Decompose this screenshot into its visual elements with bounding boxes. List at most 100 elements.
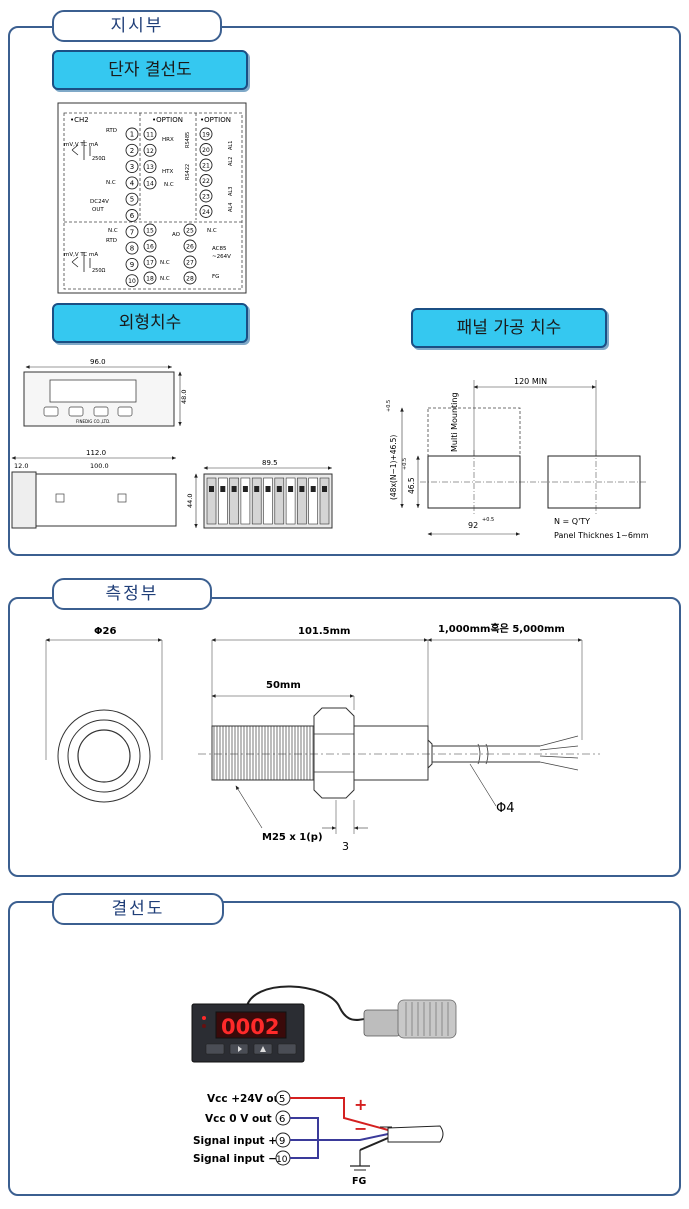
indicator-photo: 0002	[191, 985, 371, 1063]
cable-length-label: 1,000mm혹은 5,000mm	[438, 622, 565, 635]
nut-thickness-label: 3	[342, 840, 349, 853]
terminal-14-number: 14	[146, 180, 154, 187]
terminal-22-number: 22	[202, 178, 210, 185]
rtd2-label: RTD	[106, 238, 117, 244]
sensor-photo	[363, 999, 457, 1039]
terminal-8-circle	[125, 241, 139, 255]
ohm2-label: 250Ω	[92, 268, 106, 274]
diameter-26-label: Φ26	[94, 626, 116, 637]
terminal-5: 5	[279, 1094, 285, 1105]
rs485-label: RS485	[185, 132, 191, 148]
sensor-symbol-2-icon	[71, 252, 91, 272]
nc2-label: N.C	[108, 228, 118, 234]
rear-terminal-block	[274, 477, 285, 525]
rear-terminal-screw	[276, 486, 282, 492]
thickness-label: Panel Thicknes 1~6mm	[554, 531, 649, 540]
length-1015-label: 101.5mm	[298, 626, 350, 637]
nc1-label: N.C	[106, 180, 116, 186]
terminal-5-number: 5	[130, 196, 134, 204]
rear-terminal-block	[240, 477, 251, 525]
terminal-diagram-button[interactable]: 단자 결선도	[52, 50, 248, 90]
terminal-21-number: 21	[202, 163, 210, 170]
terminal-21-circle	[199, 158, 213, 172]
height-48-label: 48.0	[180, 390, 188, 404]
terminal-25-circle	[183, 223, 197, 237]
terminal-4-number: 4	[130, 179, 135, 187]
terminal-1-number: 1	[130, 131, 134, 139]
htx-label: HTX	[162, 169, 173, 175]
dc24-label: DC24V	[90, 199, 109, 205]
al2-label: AL2	[228, 157, 234, 166]
signal-minus-label: Signal input −	[193, 1153, 277, 1165]
multi-mounting-label: Multi Mounting	[450, 392, 459, 452]
dimensions-button[interactable]: 외형치수	[52, 303, 248, 343]
terminal-18-circle	[143, 271, 157, 285]
display-section-title: 지시부	[52, 10, 222, 42]
led-display-value: 0002	[221, 1015, 279, 1039]
w92-label: 92	[468, 521, 478, 530]
rear-view-drawing: 89.5 44.0	[186, 459, 333, 529]
w92-tolerance: +0.5	[482, 517, 494, 523]
ch2-label: •CH2	[70, 116, 89, 124]
terminal-10-number: 10	[128, 278, 136, 285]
qty-label: N = Q'TY	[554, 517, 590, 526]
nc-25-label: N.C	[207, 228, 217, 234]
front-view-drawing: 96.0 FINEDIG CO.,LTD. 48.0	[23, 358, 188, 427]
rear-terminal-screw	[265, 486, 271, 492]
mv-label: mV,V TC mA	[64, 142, 98, 148]
terminal-25-number: 25	[186, 228, 194, 235]
panel-cut-button[interactable]: 패널 가공 치수	[411, 308, 607, 348]
terminal-9: 9	[279, 1136, 285, 1147]
terminal-7-circle	[125, 225, 139, 239]
terminal-7-number: 7	[130, 228, 134, 236]
terminal-13-number: 13	[146, 164, 154, 171]
al4-label: AL4	[228, 203, 234, 212]
width-96-label: 96.0	[90, 358, 106, 366]
terminal-26-circle	[183, 239, 197, 253]
terminal-2-circle	[125, 143, 139, 157]
mv2-label: mV,V TC mA	[64, 252, 98, 258]
length-50-label: 50mm	[266, 680, 301, 691]
al1-label: AL1	[228, 141, 234, 150]
terminal-17-circle	[143, 255, 157, 269]
terminal-19-number: 19	[202, 132, 210, 139]
wiring-section-frame	[8, 901, 681, 1196]
terminal-28-circle	[183, 271, 197, 285]
side-view-drawing: 112.0 12.0 100.0	[11, 449, 177, 529]
rear-terminal-screw	[322, 486, 327, 492]
diameter-4-label: Φ4	[496, 801, 515, 816]
terminal-2-number: 2	[130, 147, 134, 155]
rear-terminal-screw	[231, 486, 237, 492]
hrx-label: HRX	[162, 137, 174, 143]
rear-terminal-block	[229, 477, 239, 525]
terminal-27-number: 27	[186, 260, 194, 267]
terminal-10-circle	[125, 274, 139, 288]
rear-terminal-screw	[299, 486, 305, 492]
formula-tolerance: +0.5	[386, 400, 392, 412]
rear-terminal-screw	[310, 486, 316, 492]
sensor-section-title: 측정부	[52, 578, 212, 610]
sensor-end-view: Φ26	[45, 626, 163, 803]
rear-terminal-screw	[242, 486, 248, 492]
terminal-24-number: 24	[202, 209, 210, 216]
depth-12-label: 12.0	[14, 462, 28, 470]
fg-label: FG	[212, 274, 219, 280]
sensor-section-frame	[8, 597, 681, 877]
terminal-24-circle	[199, 205, 213, 218]
terminal-23-number: 23	[202, 194, 210, 201]
ac264-label: ~264V	[212, 254, 231, 260]
min-120-label: 120 MIN	[514, 377, 547, 386]
terminal-15-circle	[143, 223, 157, 237]
terminal-8-number: 8	[130, 245, 134, 253]
minus-sign: −	[354, 1119, 367, 1138]
rear-terminal-block	[285, 477, 296, 525]
rtd-label: RTD	[106, 128, 117, 134]
rear-terminal-block	[206, 477, 217, 525]
terminal-19-circle	[199, 127, 213, 141]
terminal-10: 10	[276, 1155, 288, 1165]
terminal-16-circle	[143, 239, 157, 253]
terminal-6-circle	[125, 209, 139, 222]
